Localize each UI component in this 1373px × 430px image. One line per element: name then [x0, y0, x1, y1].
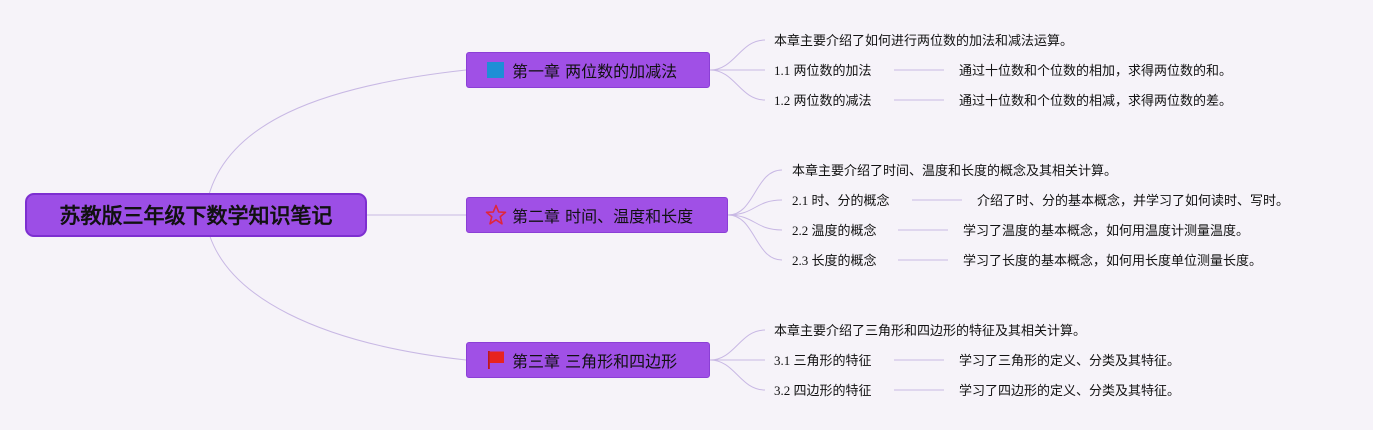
chapter-3-node[interactable]: 第三章 三角形和四边形 [466, 342, 710, 378]
red-flag-icon [485, 349, 507, 371]
chapter-3-title: 第三章 三角形和四边形 [512, 352, 678, 371]
chapter-3-summary: 本章主要介绍了三角形和四边形的特征及其相关计算。 [774, 323, 1087, 338]
chapter-2-title: 第二章 时间、温度和长度 [512, 207, 694, 226]
red-star-outline-icon [485, 204, 507, 226]
connector-ch2-s2 [727, 214, 783, 231]
chapter-1-title: 第一章 两位数的加减法 [512, 62, 678, 81]
root-node[interactable]: 苏教版三年级下数学知识笔记 [25, 193, 367, 237]
connector-ch2-s3 [727, 214, 783, 261]
connector-ch3-s2 [709, 359, 766, 391]
section-2-1-title: 2.1 时、分的概念 [792, 193, 890, 208]
connector-ch3-summary [709, 329, 766, 361]
section-2-2-title: 2.2 温度的概念 [792, 223, 877, 238]
section-2-3-title: 2.3 长度的概念 [792, 253, 877, 268]
chapter-2-node[interactable]: 第二章 时间、温度和长度 [466, 197, 728, 233]
section-3-1-desc: 学习了三角形的定义、分类及其特征。 [959, 353, 1181, 368]
chapter-1-summary: 本章主要介绍了如何进行两位数的加法和减法运算。 [774, 33, 1074, 48]
blue-square-icon [485, 59, 507, 81]
connector-ch1-summary [709, 39, 766, 71]
chapter-1-node[interactable]: 第一章 两位数的加减法 [466, 52, 710, 88]
connector-ch2-summary [727, 169, 783, 216]
connector-root-ch1 [204, 69, 467, 216]
section-3-1-title: 3.1 三角形的特征 [774, 353, 872, 368]
section-2-3-desc: 学习了长度的基本概念，如何用长度单位测量长度。 [963, 253, 1263, 268]
section-3-2-title: 3.2 四边形的特征 [774, 383, 872, 398]
section-1-1-title: 1.1 两位数的加法 [774, 63, 872, 78]
section-1-1-desc: 通过十位数和个位数的相加，求得两位数的和。 [959, 63, 1233, 78]
section-1-2-desc: 通过十位数和个位数的相减，求得两位数的差。 [959, 93, 1233, 108]
section-1-2-title: 1.2 两位数的减法 [774, 93, 872, 108]
chapter-2-summary: 本章主要介绍了时间、温度和长度的概念及其相关计算。 [792, 163, 1118, 178]
connector-root-ch3 [204, 214, 467, 361]
section-2-2-desc: 学习了温度的基本概念，如何用温度计测量温度。 [963, 223, 1250, 238]
root-title: 苏教版三年级下数学知识笔记 [59, 204, 333, 228]
connector-ch1-s2 [709, 69, 766, 101]
connector-ch2-s1 [727, 199, 783, 216]
section-2-1-desc: 介绍了时、分的基本概念，并学习了如何读时、写时。 [977, 193, 1290, 208]
section-3-2-desc: 学习了四边形的定义、分类及其特征。 [959, 383, 1181, 398]
